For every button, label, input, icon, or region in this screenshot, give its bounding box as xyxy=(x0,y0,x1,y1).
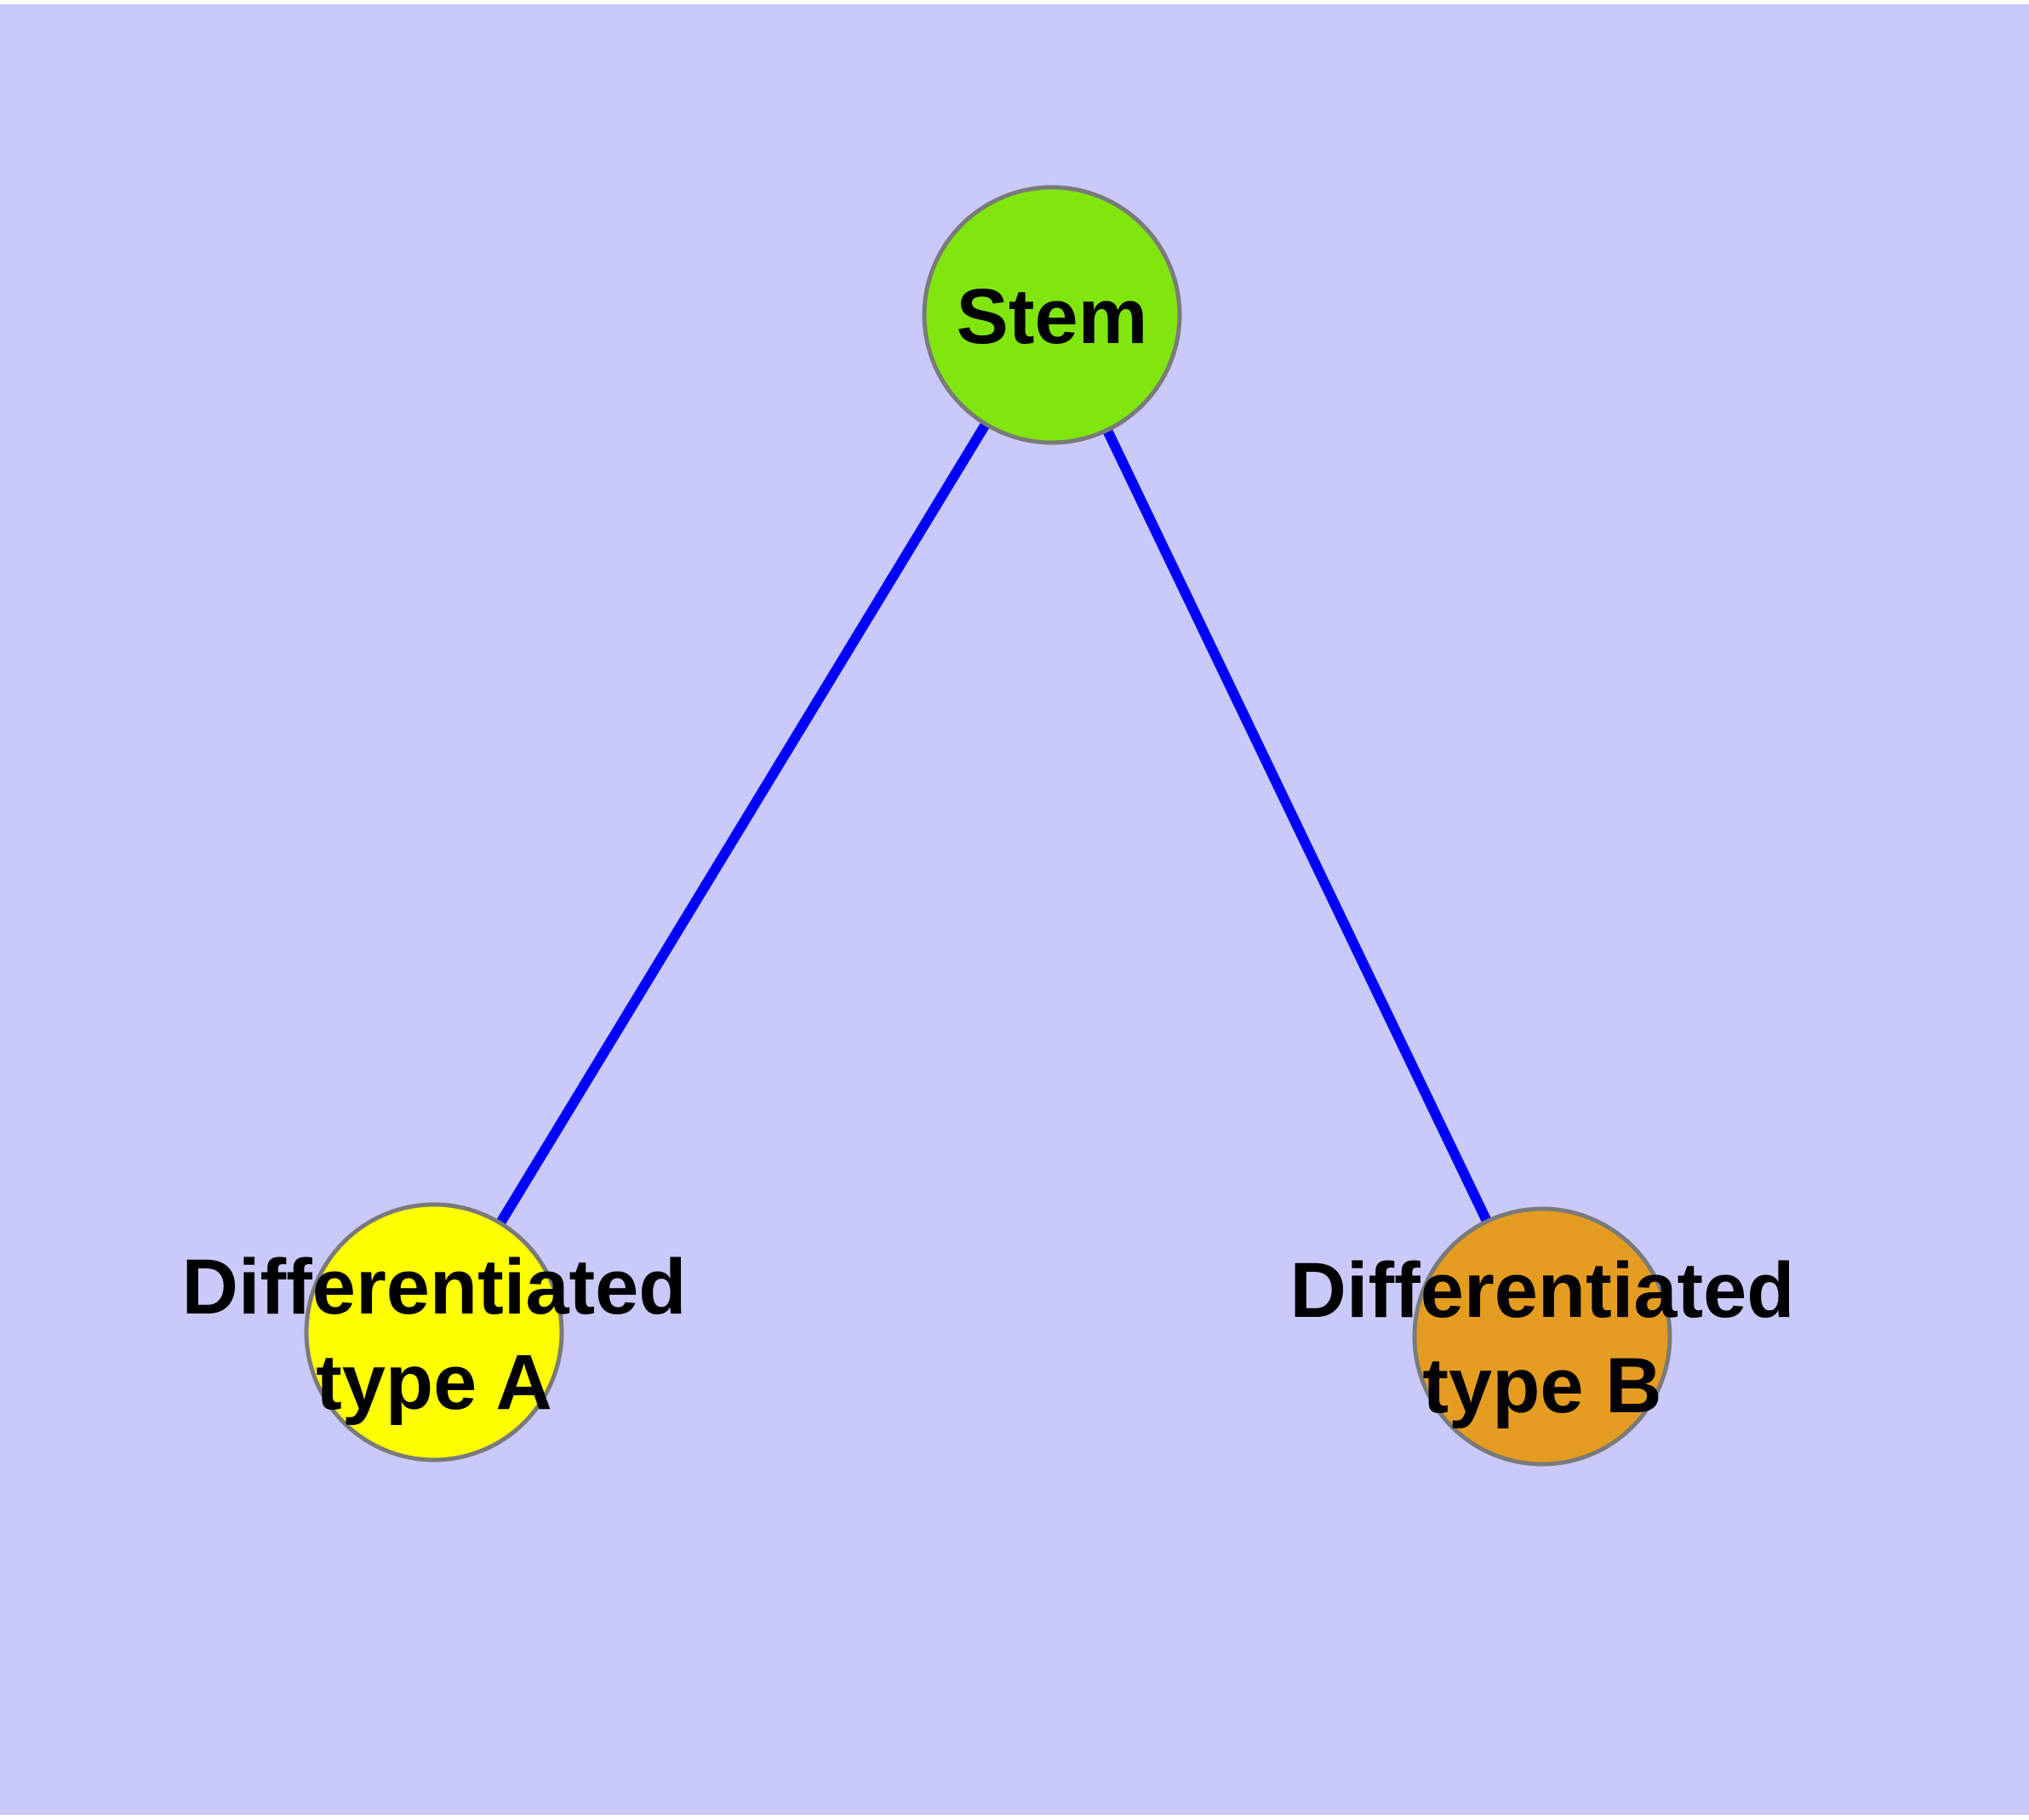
node-circle-differentiated-type-b xyxy=(1412,1206,1672,1467)
edge-stem-to-type-b xyxy=(1047,312,1547,1339)
edge-stem-to-type-a xyxy=(429,312,1057,1336)
node-label-differentiated-type-b: Differentiated type B xyxy=(1290,1243,1795,1434)
node-label-type-b-line-2: type B xyxy=(1422,1342,1662,1429)
node-label-type-a-line-1: Differentiated xyxy=(181,1244,687,1331)
node-label-type-a-line-2: type A xyxy=(316,1339,552,1426)
node-label-differentiated-type-a: Differentiated type A xyxy=(182,1239,687,1430)
node-label-stem-text: Stem xyxy=(956,273,1148,360)
node-circle-differentiated-type-a xyxy=(304,1202,564,1462)
node-circle-stem xyxy=(922,185,1182,445)
node-label-stem: Stem xyxy=(957,269,1148,364)
node-label-type-b-line-1: Differentiated xyxy=(1289,1247,1795,1334)
